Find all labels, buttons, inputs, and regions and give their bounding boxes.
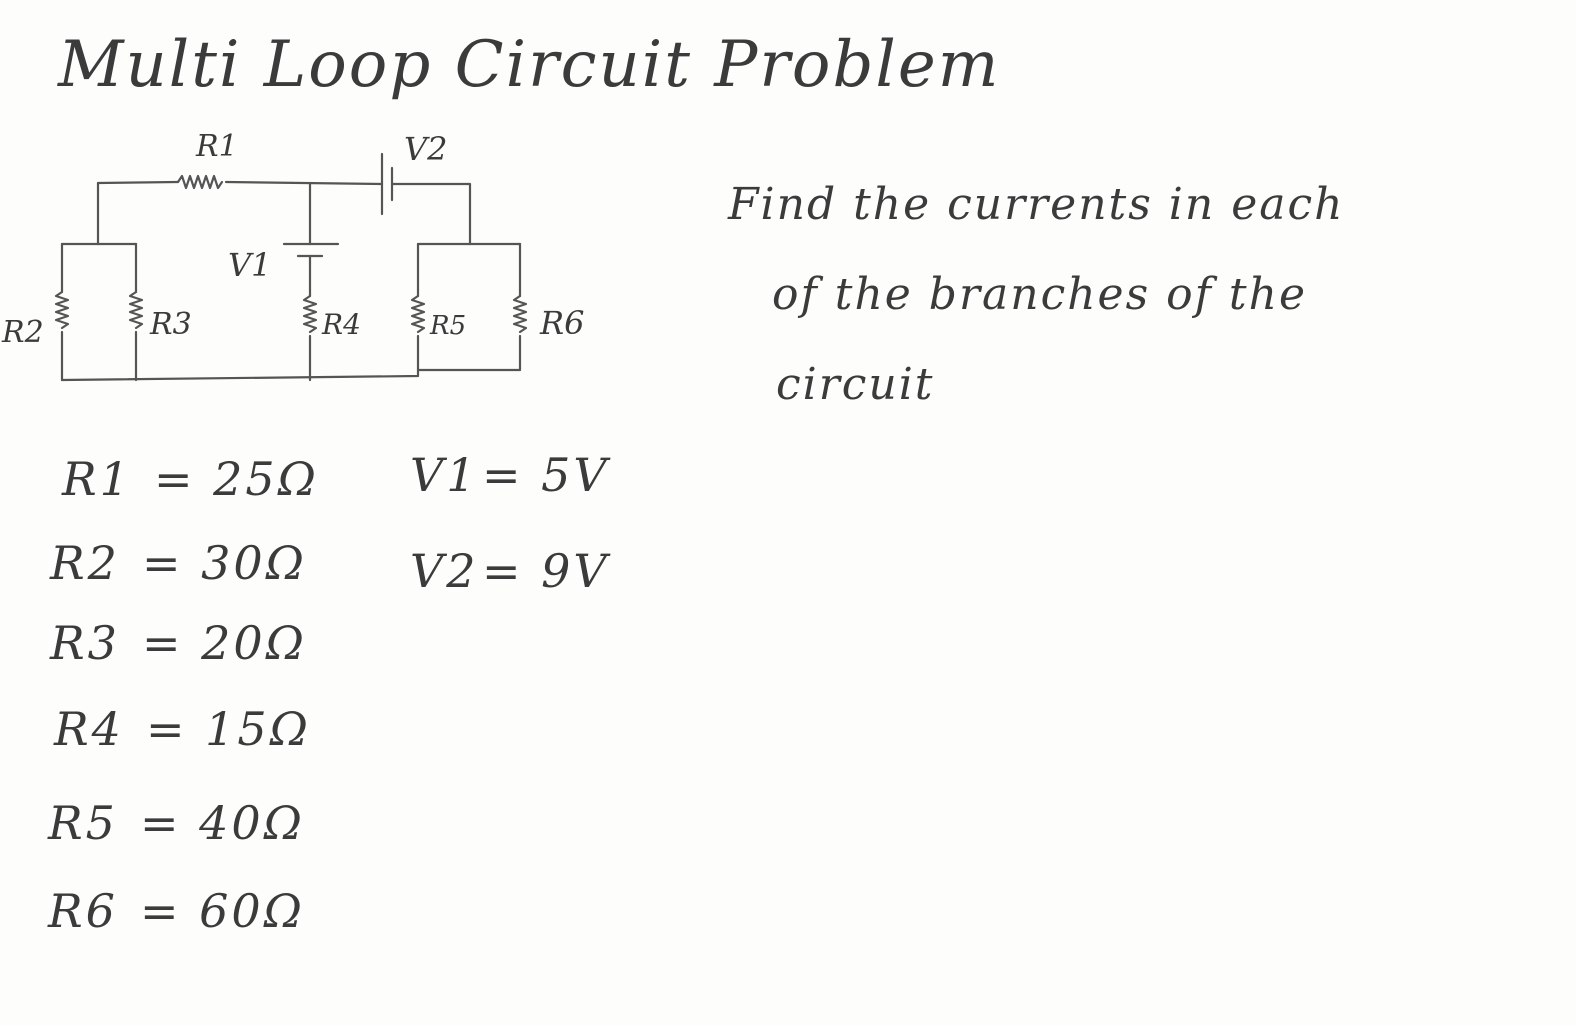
given-value: = 40Ω [140,796,305,850]
resistor-r6-symbol [512,294,528,334]
label-r3: R3 [149,307,192,342]
resistor-r1-symbol [176,174,224,190]
given-symbol: R5 [48,796,118,850]
given-symbol: V2 [410,544,479,598]
label-r5: R5 [429,311,466,341]
given-r6: R6 = 60Ω [48,884,305,938]
given-v1: V1= 5V [410,448,610,502]
battery-v1-symbol [282,242,340,258]
problem-instructions: Find the currents in each of the branche… [728,160,1568,430]
given-symbol: R1 [62,452,132,506]
wire-top-mid [224,180,384,186]
given-value: = 15Ω [146,702,311,756]
label-r6: R6 [539,304,584,342]
page-title: Multi Loop Circuit Problem [58,28,1001,102]
resistor-r2-symbol [54,290,70,330]
label-v1: V1 [228,246,271,284]
given-symbol: R2 [50,536,120,590]
given-r5: R5 = 40Ω [48,796,305,850]
given-r1: R1 = 25Ω [62,452,319,506]
circuit-diagram: R1 V2 V1 R2 R3 R4 R5 R6 [1,129,584,382]
resistor-r5-symbol [410,294,426,334]
given-value: = 9V [482,544,610,598]
given-r2: R2 = 30Ω [50,536,307,590]
wire-r6-bottom [416,334,522,372]
given-r3: R3 = 20Ω [50,616,307,670]
given-value: = 60Ω [140,884,305,938]
given-value: = 25Ω [154,452,319,506]
battery-v2-symbol [380,152,394,216]
label-r2: R2 [1,315,44,350]
instruction-line: Find the currents in each [728,179,1345,230]
given-symbol: R6 [48,884,118,938]
label-r1: R1 [195,129,238,164]
instruction-line: circuit [776,359,935,410]
resistor-r4-symbol [302,294,318,334]
given-value: = 30Ω [142,536,307,590]
wire-top-left [96,180,180,185]
wire-top-right [390,182,472,246]
resistor-r3-symbol [128,290,144,330]
given-r4: R4 = 15Ω [54,702,311,756]
given-symbol: R4 [54,702,124,756]
given-value: = 5V [482,448,610,502]
label-v2: V2 [404,130,447,168]
label-r4: R4 [321,308,361,341]
given-v2: V2= 9V [410,544,610,598]
given-symbol: R3 [50,616,120,670]
given-symbol: V1 [410,448,479,502]
given-value: = 20Ω [142,616,307,670]
wire-bottom [60,368,420,382]
instruction-line: of the branches of the [772,269,1307,320]
